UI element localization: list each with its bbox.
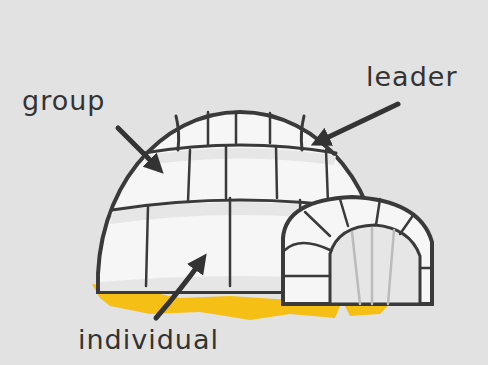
part-label: leader	[366, 62, 458, 92]
part-label: group	[22, 86, 105, 116]
part-label: individual	[78, 325, 219, 355]
igloo-tunnel	[283, 197, 432, 304]
group-arrow	[118, 128, 158, 168]
individual-arrow	[156, 260, 202, 318]
block-rows	[112, 116, 368, 210]
tunnel-opening	[330, 225, 420, 304]
leader-arrow	[318, 104, 398, 142]
leader-arrows	[118, 104, 398, 318]
tunnel-joints	[285, 199, 432, 304]
